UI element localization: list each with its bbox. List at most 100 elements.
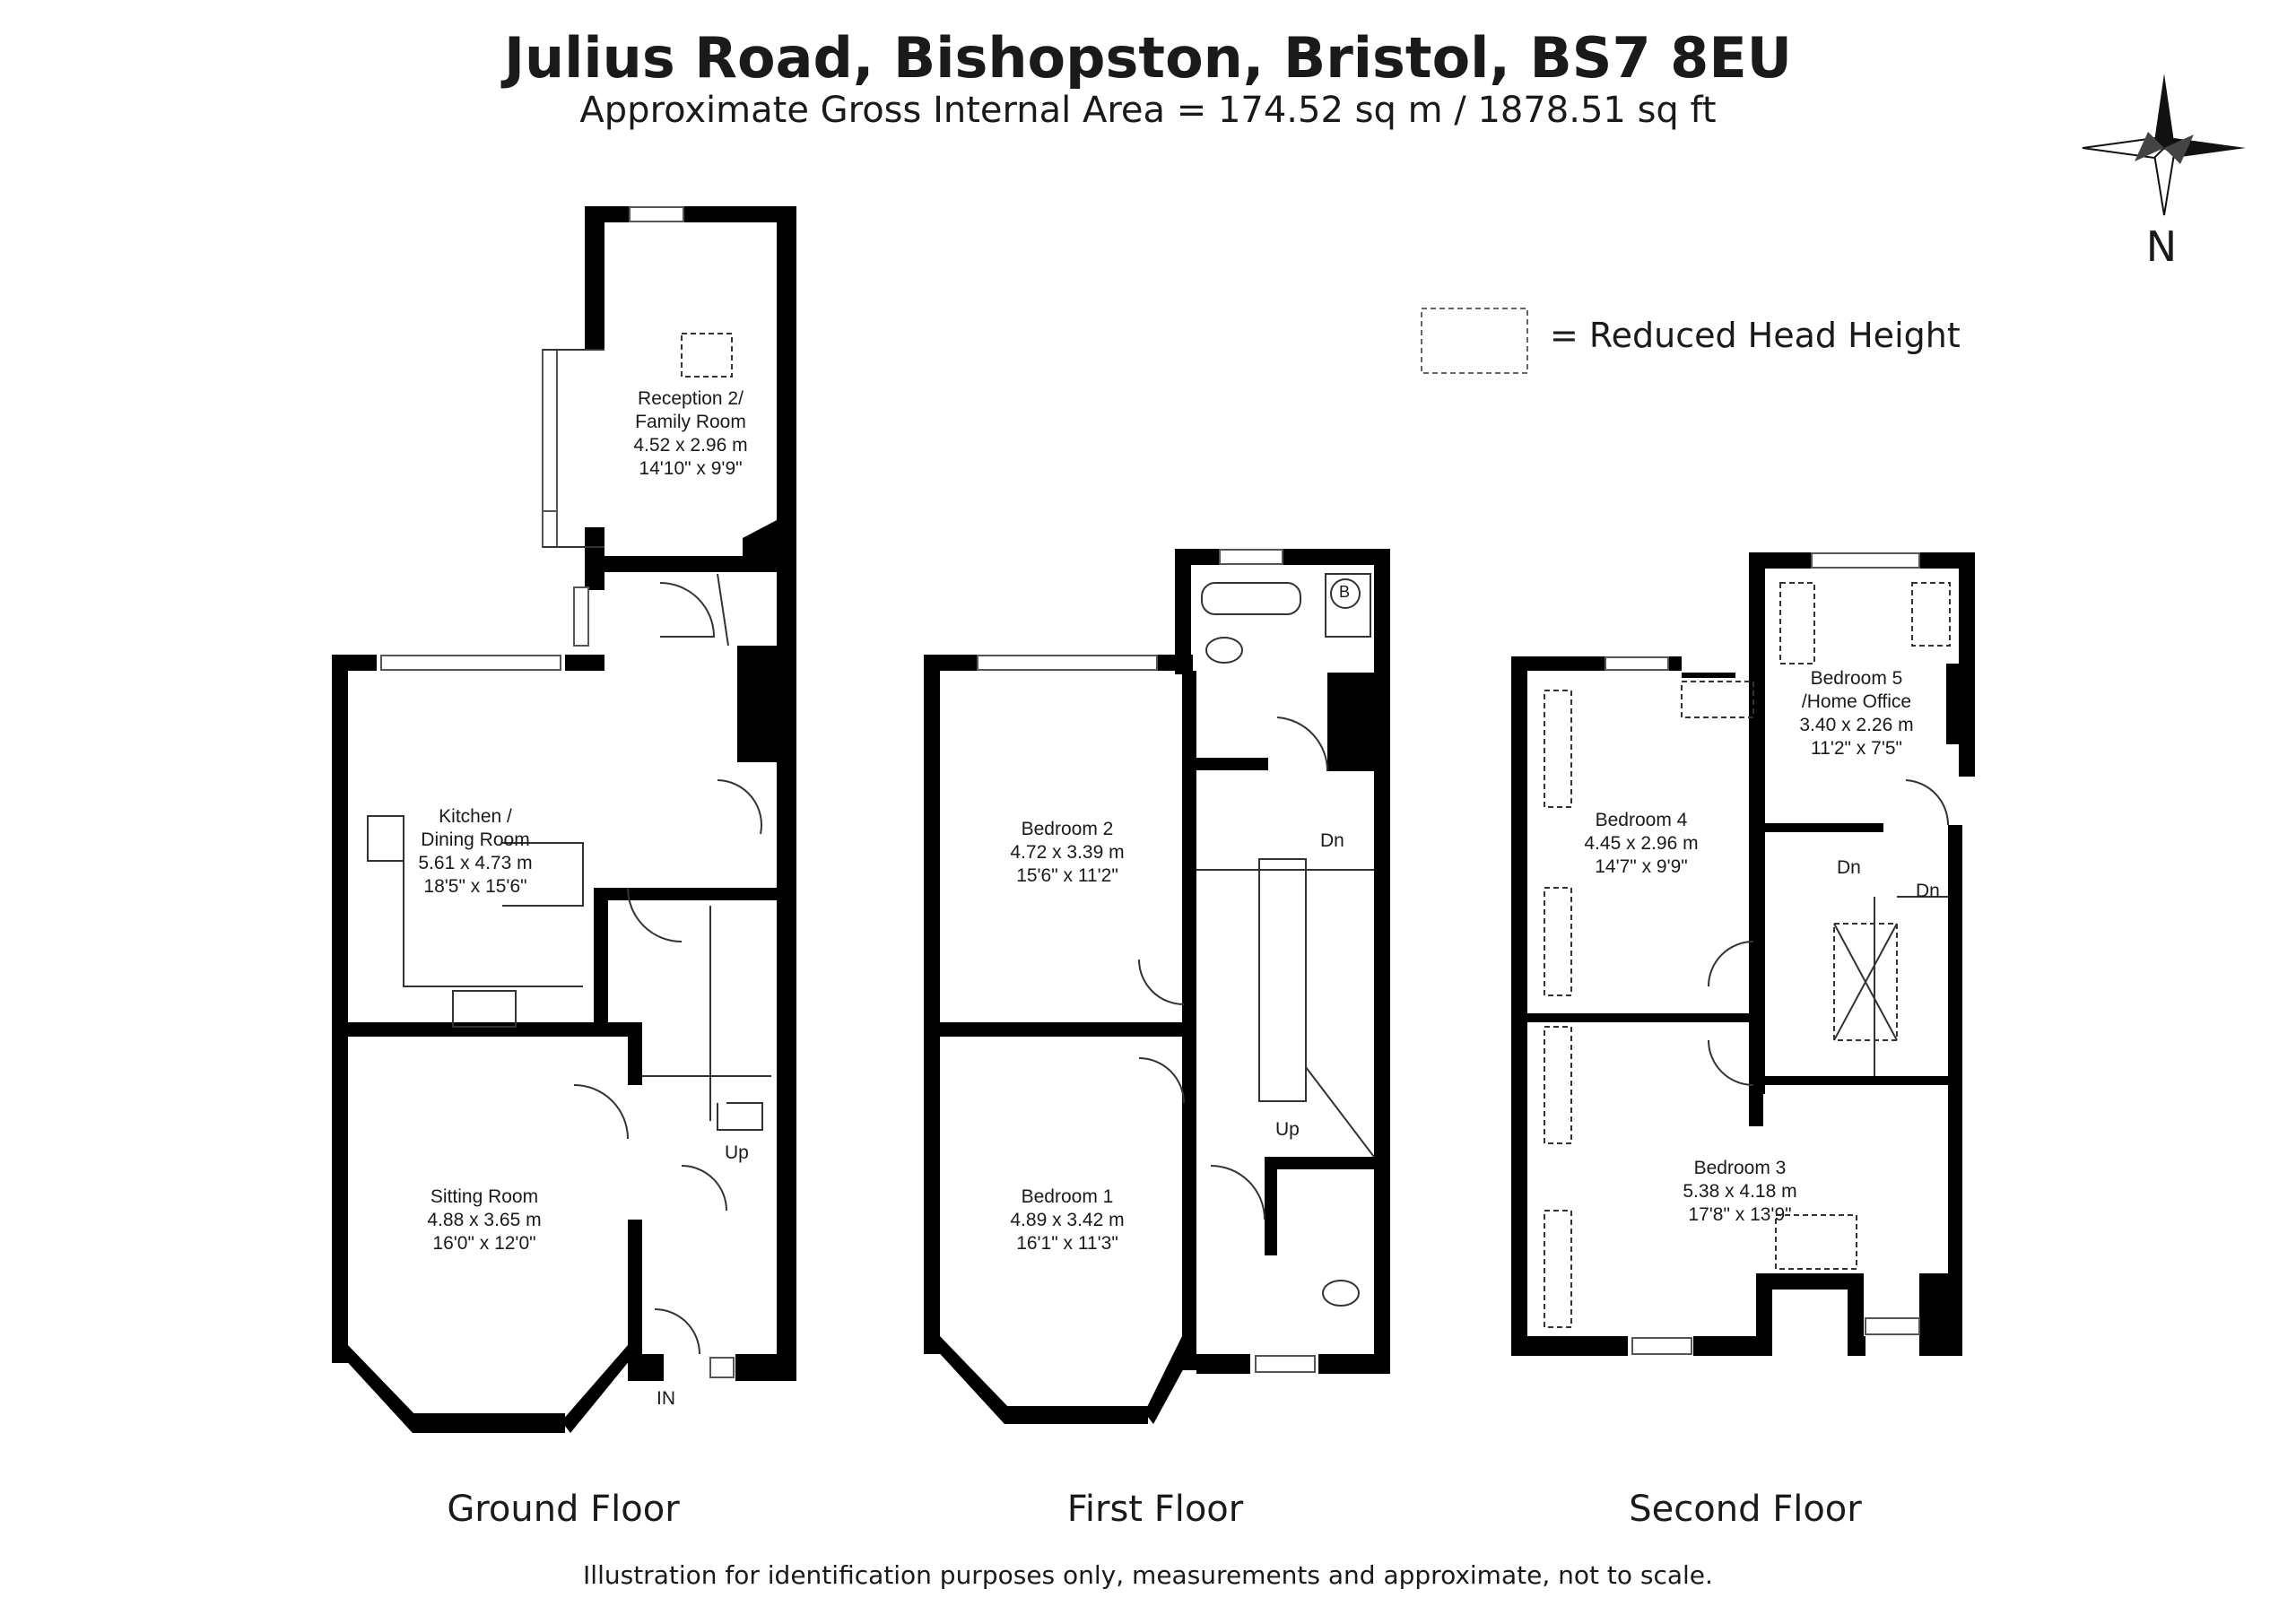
room-name: /Home Office [1801, 691, 1912, 712]
reduced-head-height-zone [1681, 681, 1754, 718]
wall [1763, 823, 1883, 832]
room-name: Family Room [635, 412, 746, 432]
door-swing [1138, 959, 1185, 1005]
wall [561, 1345, 642, 1433]
room-reception2: Reception 2/ Family Room 4.52 x 2.96 m 1… [619, 387, 762, 481]
wall [1848, 1336, 1866, 1356]
stair-up-label: Up [1275, 1119, 1300, 1140]
room-imperial: 14'10" x 9'9" [639, 458, 743, 479]
window [1811, 552, 1920, 569]
room-bedroom2: Bedroom 2 4.72 x 3.39 m 15'6" x 11'2" [996, 818, 1139, 888]
stair-down-label: Dn [1916, 881, 1940, 901]
wall [1511, 656, 1527, 1356]
window [542, 510, 558, 548]
wall [594, 888, 782, 900]
compass-label: N [2145, 222, 2178, 271]
wall [332, 655, 377, 671]
room-imperial: 18'5" x 15'6" [423, 876, 527, 897]
wall [594, 888, 608, 1031]
floor-label-second: Second Floor [1629, 1489, 1862, 1530]
hob [452, 990, 517, 1028]
toilet [1205, 637, 1243, 664]
wall [332, 655, 348, 1363]
door-swing [717, 573, 729, 647]
wall [1327, 673, 1374, 771]
door-swing [1276, 716, 1329, 772]
wall [1682, 673, 1735, 678]
compass-rose [2082, 74, 2246, 216]
room-name: Sitting Room [430, 1186, 539, 1207]
door-swing [659, 582, 716, 638]
compass-north-point [2154, 74, 2174, 148]
wall [1274, 1157, 1374, 1169]
reduced-head-height-zone [1544, 887, 1572, 996]
compass-south-point [2152, 146, 2176, 216]
room-bedroom5: Bedroom 5 /Home Office 3.40 x 2.26 m 11'… [1785, 667, 1928, 760]
wall [1527, 1013, 1752, 1022]
wall [1511, 1336, 1628, 1356]
wall [348, 1022, 635, 1037]
landing-rail [1258, 858, 1307, 1102]
reduced-head-height-zone [1911, 582, 1951, 647]
floor-label-ground: Ground Floor [447, 1489, 680, 1530]
room-kitchen: Kitchen / Dining Room 5.61 x 4.73 m 18'5… [404, 805, 547, 899]
room-imperial: 14'7" x 9'9" [1595, 856, 1688, 877]
wall [628, 1022, 642, 1085]
reduced-head-height-zone [681, 333, 733, 378]
wall [1948, 825, 1962, 1291]
wall [1374, 549, 1390, 1374]
wall [1004, 1406, 1148, 1424]
room-metric: 5.61 x 4.73 m [418, 853, 533, 873]
page-title: Julius Road, Bishopston, Bristol, BS7 8E… [503, 25, 1793, 91]
room-name: Kitchen / [439, 806, 512, 827]
entrance-label: IN [657, 1388, 675, 1409]
room-metric: 4.88 x 3.65 m [427, 1210, 542, 1230]
door-swing [1708, 1039, 1754, 1086]
wall [1848, 1273, 1864, 1356]
stair-steps [717, 1102, 763, 1131]
reduced-head-height-zone [1775, 1214, 1857, 1270]
page-subtitle: Approximate Gross Internal Area = 174.52… [579, 90, 1717, 131]
door-swing [573, 1084, 629, 1140]
boiler-label: B [1339, 583, 1351, 601]
wall [735, 1354, 795, 1381]
window [709, 1357, 735, 1378]
wall [1196, 758, 1268, 770]
bath [1201, 582, 1301, 615]
room-name: Bedroom 4 [1595, 810, 1688, 830]
wall [1693, 1336, 1756, 1356]
room-bedroom1: Bedroom 1 4.89 x 3.42 m 16'1" x 11'3" [996, 1185, 1139, 1255]
wall [743, 520, 777, 572]
room-name: Bedroom 5 [1810, 668, 1903, 689]
room-metric: 4.89 x 3.42 m [1010, 1210, 1125, 1230]
room-metric: 3.40 x 2.26 m [1799, 715, 1914, 735]
wall [1763, 1076, 1948, 1085]
wall [1318, 1354, 1390, 1374]
door-swing [1708, 941, 1754, 987]
compass-diagonal [2164, 135, 2194, 164]
wall [1144, 1336, 1196, 1424]
wall [1946, 664, 1975, 744]
boiler-circle [1330, 578, 1361, 609]
room-imperial: 16'0" x 12'0" [432, 1233, 536, 1254]
reduced-head-height-zone [1544, 690, 1572, 808]
wall [585, 206, 793, 222]
door-swing [627, 887, 683, 942]
room-name: Bedroom 1 [1021, 1186, 1114, 1207]
wall [585, 556, 746, 572]
legend-swatch [1421, 308, 1528, 374]
reduced-head-height-zone [1544, 1026, 1572, 1144]
wall [1175, 549, 1191, 674]
wall [1749, 552, 1763, 1126]
room-bedroom4: Bedroom 4 4.45 x 2.96 m 14'7" x 9'9" [1570, 809, 1713, 879]
wall [413, 1413, 565, 1433]
room-name: Dining Room [421, 829, 530, 850]
wall [1756, 1273, 1864, 1290]
wall [585, 206, 604, 350]
window [1219, 549, 1283, 565]
door-swing [717, 779, 762, 835]
window [1605, 656, 1669, 671]
reduced-head-height-zone [1779, 582, 1815, 664]
door-swing [681, 1165, 727, 1211]
room-metric: 4.45 x 2.96 m [1584, 833, 1699, 854]
